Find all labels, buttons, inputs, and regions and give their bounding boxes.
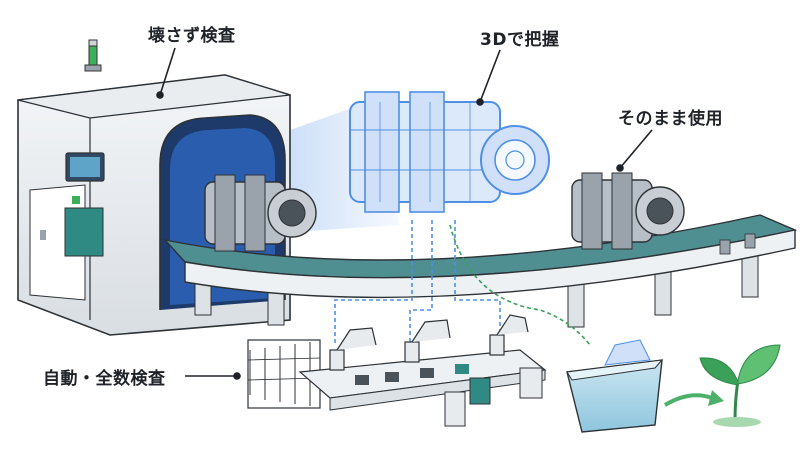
label-automated-inspection: 自動・全数検査 (43, 369, 166, 389)
robot-arm (329, 314, 529, 371)
automated-line (247, 314, 547, 427)
recycle-arrow-head (708, 390, 724, 406)
label-nondestructive: 壊さず検査 (148, 26, 236, 46)
label-reuse: そのまま使用 (618, 109, 723, 129)
valve-part-scanned (204, 174, 317, 252)
3d-scan-model (349, 91, 550, 213)
label-3d-capture: 3Dで把握 (480, 30, 560, 50)
recycle-arrow (663, 393, 713, 407)
conveyor-belt (163, 214, 798, 328)
callout-leaders (156, 47, 653, 380)
valve-part-reused (571, 172, 685, 250)
recycle-bin (566, 339, 664, 433)
sprout-icon (699, 344, 781, 427)
data-flow-lines (334, 220, 591, 346)
